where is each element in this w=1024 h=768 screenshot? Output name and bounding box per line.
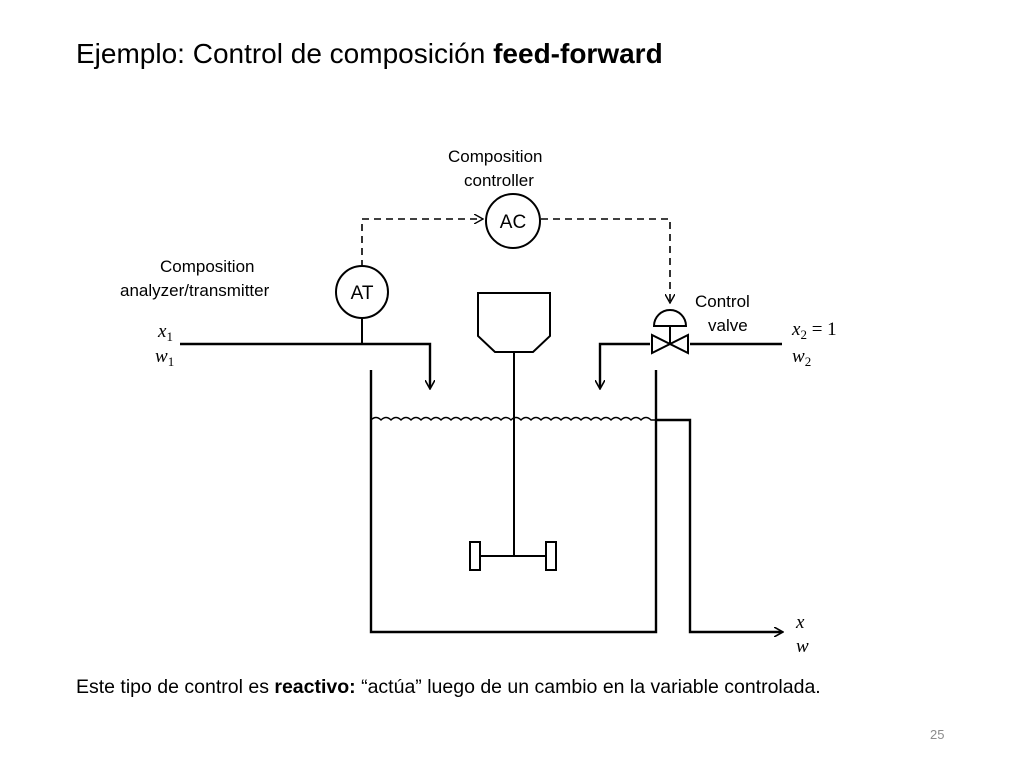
tank-wall [369, 370, 658, 634]
signal-ac-to-valve [541, 218, 670, 302]
agitator-motor [477, 292, 551, 353]
outlet-pipe [656, 418, 782, 632]
inlet2-x-sym: x [791, 319, 801, 340]
impeller-blade-right [545, 541, 557, 571]
liquid-surface [370, 416, 656, 421]
impeller-blade-left [469, 541, 481, 571]
slide-number: 25 [930, 727, 945, 742]
signal-at-to-ac [361, 219, 482, 267]
slide-title-bold: feed-forward [493, 38, 663, 69]
outlet-x-label: x [795, 612, 805, 633]
composition-analyzer: AT [335, 265, 389, 344]
inlet1-pipe [180, 342, 430, 388]
valve-label-line2: valve [708, 316, 748, 335]
analyzer-label-line2: analyzer/transmitter [120, 281, 270, 300]
inlet2-x-sub: 2 [800, 327, 807, 342]
inlet1-w-sub: 1 [168, 354, 175, 369]
slide-caption: Este tipo de control es reactivo: “actúa… [76, 676, 821, 699]
composition-controller: AC [485, 193, 541, 249]
outlet-w-label: w [796, 636, 809, 657]
inlet1-w-label: w1 [155, 346, 174, 369]
inlet2-w-sub: 2 [805, 354, 812, 369]
analyzer-label-line1: Composition [160, 257, 255, 276]
valve-actuator [652, 309, 688, 327]
slide-title: Ejemplo: Control de composición feed-for… [76, 38, 663, 70]
inlet1-x-sym: x [157, 321, 167, 342]
inlet1-w-sym: w [155, 346, 168, 367]
control-valve [651, 309, 689, 355]
inlet2-x-label: x2 = 1 [791, 319, 837, 342]
caption-suffix: “actúa” luego de un cambio en la variabl… [355, 676, 821, 698]
valve-label-line1: Control [695, 292, 750, 311]
analyzer-circle [335, 265, 389, 319]
inlet2-pipe-left [600, 342, 650, 388]
analyzer-tag: AT [351, 283, 374, 304]
caption-bold: reactivo: [274, 676, 356, 698]
inlet2-w-label: w2 [792, 346, 811, 369]
controller-tag: AC [500, 212, 526, 233]
inlet2-w-sym: w [792, 346, 805, 367]
slide-title-text: Ejemplo: Control de composición [76, 38, 494, 69]
agitator [469, 292, 557, 571]
controller-circle [485, 193, 541, 249]
inlet2-line [600, 342, 782, 388]
signal-lines [361, 218, 670, 302]
inlet1-x-sub: 1 [166, 329, 173, 344]
caption-text: Este tipo de control es [76, 676, 275, 698]
inlet1-x-label: x1 [157, 321, 173, 344]
controller-label-line1: Composition [448, 147, 543, 166]
controller-label-line2: controller [464, 171, 534, 190]
inlet2-x-value: = 1 [807, 319, 837, 340]
